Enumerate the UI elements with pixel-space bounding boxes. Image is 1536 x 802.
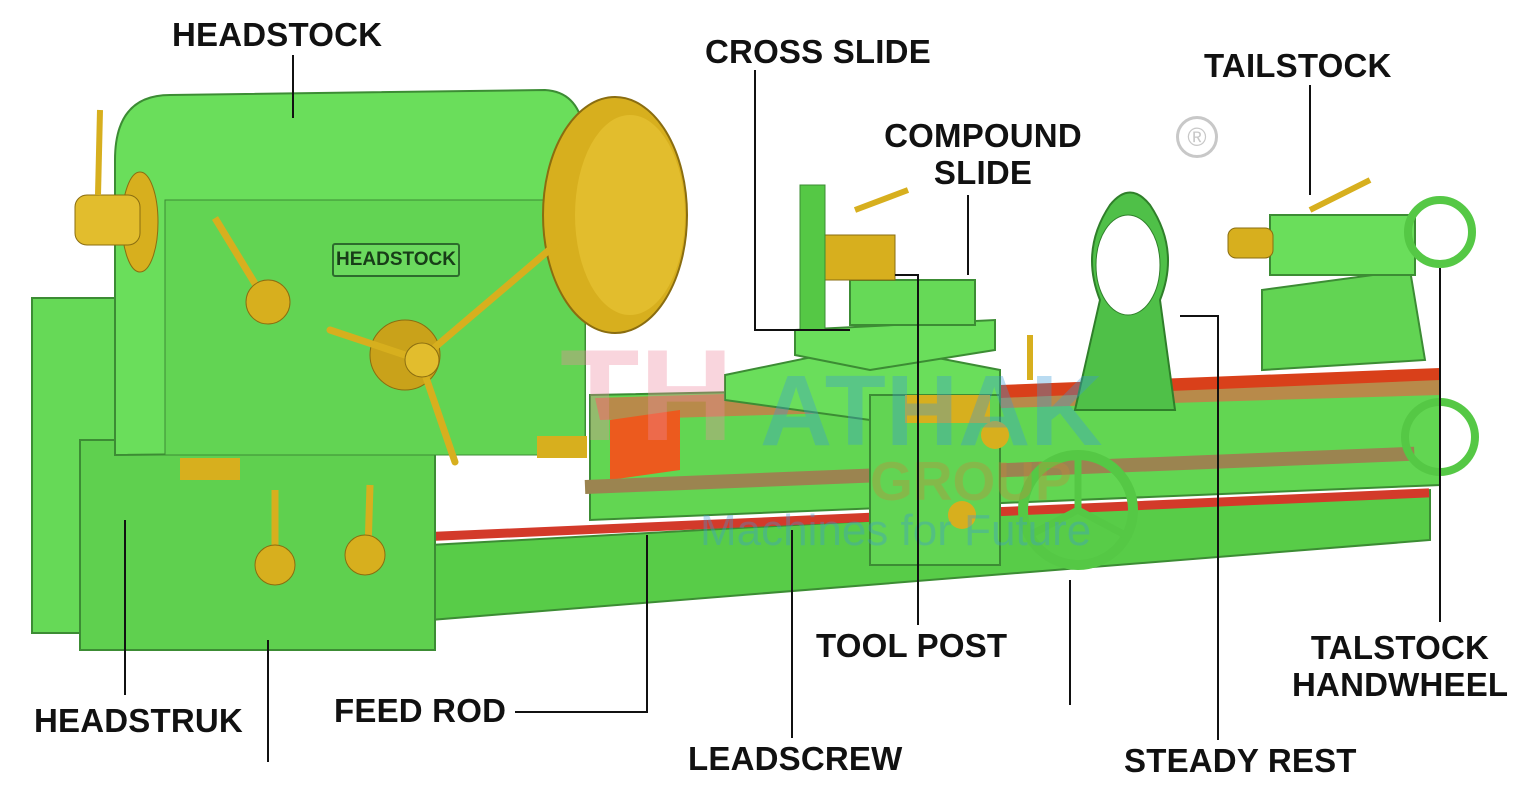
label-compound-slide: COMPOUND SLIDE (880, 117, 1086, 191)
leader-feed-rod (515, 535, 648, 713)
spindle (74, 194, 141, 246)
compound-slide (849, 279, 976, 326)
headstock-plate: HEADSTOCK (332, 243, 460, 277)
label-tailstock-handwheel: TALSTOCK HANDWHEEL (1292, 629, 1508, 703)
label-cross-slide: CROSS SLIDE (705, 33, 931, 70)
tailstock-base (1261, 268, 1427, 372)
apron-knob-2 (948, 501, 976, 529)
gear-center (404, 342, 440, 378)
leader-cross-slide (754, 70, 850, 331)
tool-post-lever (853, 187, 910, 213)
tool-post (824, 234, 896, 281)
svg-text:GROUP: GROUP (870, 450, 1072, 512)
carriage-column (799, 184, 826, 331)
tailstock-handwheel (1404, 196, 1476, 268)
apron (869, 394, 1001, 566)
leader-steady-rest (1180, 315, 1219, 740)
tailstock-body (1269, 214, 1416, 276)
svg-text:Machines for Future: Machines for Future (700, 506, 1091, 555)
lower-knob-1 (254, 544, 296, 586)
label-compound-slide-line1: COMPOUND (884, 117, 1082, 154)
leader-tool-post (895, 274, 919, 625)
handwheel-spokes (1028, 458, 1127, 539)
label-feed-rod: FEED ROD (334, 692, 507, 729)
apron-knob-1 (981, 421, 1009, 449)
label-steady-rest: STEADY REST (1124, 742, 1357, 779)
bed-rail (610, 410, 680, 480)
hinge-plate-right (537, 436, 587, 458)
chuck-face (575, 115, 685, 315)
tailstock-quill (1227, 227, 1274, 259)
label-headstruk: HEADSTRUK (34, 702, 243, 739)
steady-rest-ring (1095, 214, 1161, 316)
tailstock-lever (1308, 177, 1372, 213)
hinge-plate-left (180, 458, 240, 480)
leader-lines (124, 55, 1441, 762)
label-tailstock-handwheel-line2: HANDWHEEL (1292, 666, 1509, 703)
svg-text:ATHAK: ATHAK (760, 355, 1103, 467)
headstock-lever (95, 109, 103, 196)
label-compound-slide-line2: SLIDE (933, 154, 1033, 191)
gold-block (905, 395, 990, 423)
watermark-logo: TH ATHAK GROUP Machines for Future (560, 322, 1103, 555)
registered-mark: ® (1176, 116, 1218, 158)
lower-knob-2 (344, 534, 386, 576)
label-leadscrew: LEADSCREW (688, 740, 903, 777)
headstock-front (164, 199, 586, 456)
label-tool-post: TOOL POST (816, 627, 1008, 664)
label-tailstock-handwheel-line1: TALSTOCK (1310, 629, 1490, 666)
label-headstock: HEADSTOCK (172, 16, 383, 53)
svg-text:TH: TH (560, 322, 733, 468)
speed-knob (245, 279, 291, 325)
label-tailstock: TAILSTOCK (1204, 47, 1392, 84)
carriage-handwheel (1018, 450, 1138, 570)
